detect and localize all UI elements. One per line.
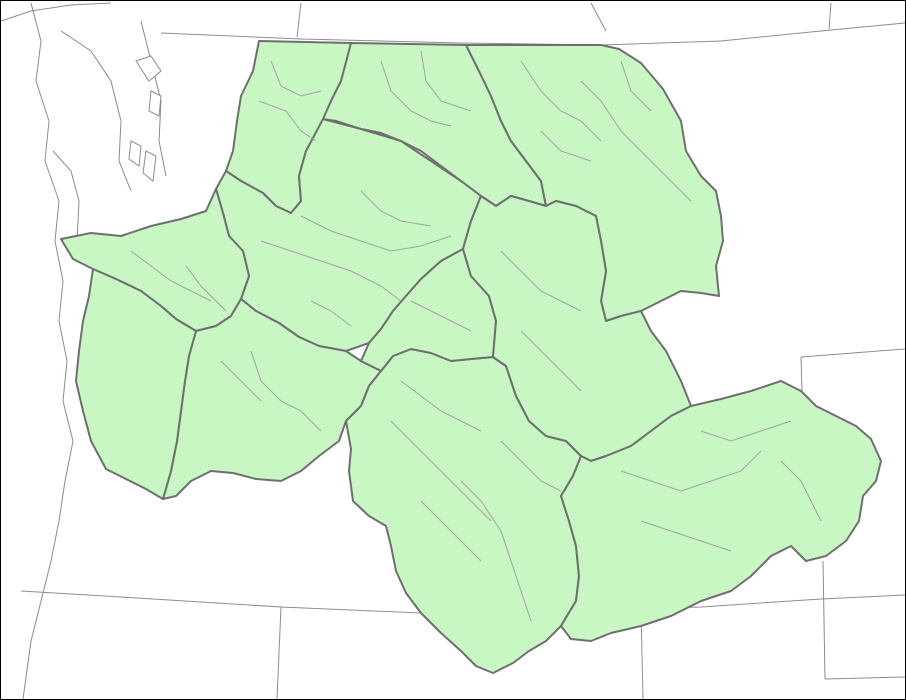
sub-basin-line [420, 50, 472, 112]
boundary-north-tick-2 [828, 2, 832, 30]
island [128, 140, 142, 167]
basin-clearwater[interactable] [462, 195, 692, 462]
island [135, 55, 162, 82]
coastline [22, 2, 74, 699]
island [142, 150, 157, 182]
boundary-north-tick-1 [590, 2, 607, 32]
boundary-north-tick-3 [296, 2, 302, 38]
sub-basin-line [780, 460, 822, 522]
sub-basin-line [420, 500, 482, 562]
vancouver-island-shore [1, 2, 112, 22]
southern-border-west [20, 590, 422, 614]
boundary-east-box [800, 348, 905, 358]
islands-layer [128, 55, 162, 182]
sub-basin-line [410, 300, 472, 332]
sub-basin-line [460, 480, 532, 622]
basin-coast[interactable] [75, 268, 197, 500]
sub-basin-line [500, 440, 562, 492]
sub-basin-line [580, 80, 692, 202]
sub-basin-line [310, 300, 352, 327]
sub-basin-line [380, 60, 452, 127]
sub-basin-line [250, 350, 322, 432]
sub-basin-line [360, 190, 432, 227]
sub-basin-line [220, 360, 262, 402]
puget-sound-shore-west [60, 30, 132, 192]
sub-basin-line [320, 260, 402, 302]
boundary-east-vertical [822, 560, 905, 680]
sub-basin-line [270, 60, 322, 97]
sub-basin-line [130, 250, 212, 302]
sub-basin-line [258, 100, 317, 142]
sub-basin-line [620, 450, 762, 492]
sub-basin-line [520, 330, 582, 392]
sub-basin-line [520, 60, 602, 142]
sub-basin-line [540, 130, 592, 162]
basins-layer [60, 40, 882, 674]
sub-basin-line [185, 265, 227, 312]
sub-basin-line [260, 240, 322, 262]
sub-basin-lines [130, 50, 822, 622]
sub-basin-line [300, 215, 452, 252]
sub-basin-line [500, 250, 582, 312]
boundary-tick-south-1 [276, 606, 282, 699]
basin-snake-upper[interactable] [560, 380, 882, 642]
sub-basin-line [620, 60, 652, 112]
sub-basin-line [640, 520, 732, 552]
sub-basin-line [400, 380, 482, 432]
sub-basin-line [390, 420, 492, 522]
sub-basin-line [700, 420, 792, 442]
island [148, 90, 162, 117]
